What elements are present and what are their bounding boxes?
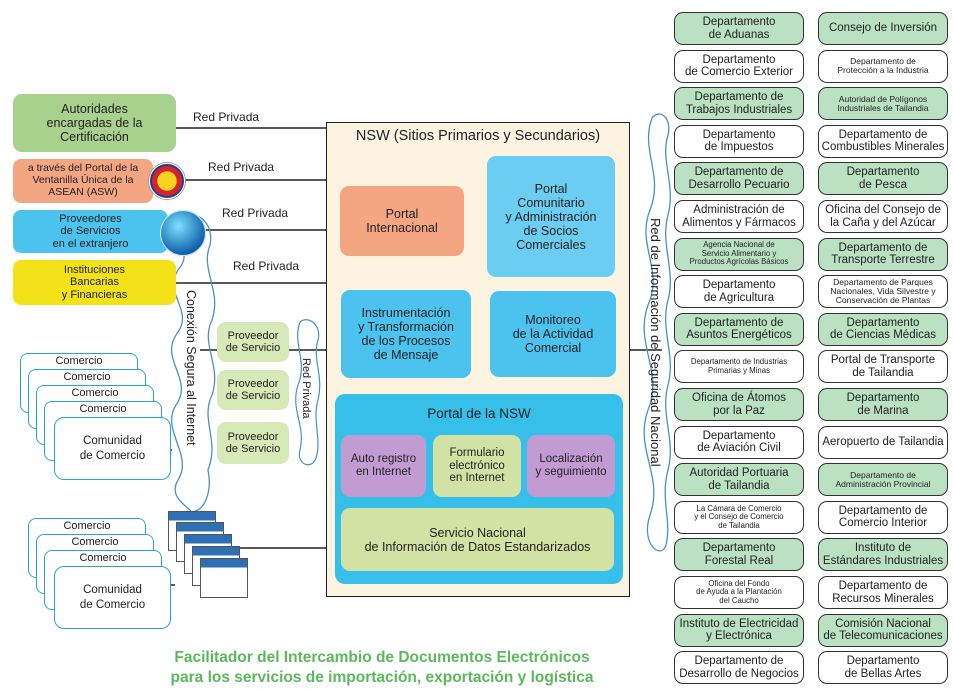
department-box-departamento-de-administracion-provincia: Departamento de Administración Provincia…: [818, 463, 948, 497]
private-network-label-3: Red Privada: [222, 206, 289, 220]
department-box-consejo-de-inversion: Consejo de Inversión: [818, 12, 948, 45]
department-box-agencia-nacional-de-servicio-alimentario: Agencia Nacional de Servicio Alimentario…: [674, 237, 804, 271]
department-box-departamento-de-comercio-interior: Departamento de Comercio Interior: [818, 500, 948, 534]
department-box-departamento-de-ciencias-medicas: Departamento de Ciencias Médicas: [818, 312, 948, 346]
globe-icon: [160, 210, 206, 256]
department-box-departamento-de-aduanas: Departamento de Aduanas: [674, 12, 804, 45]
commerce-community-box: Comunidad de Comercio: [54, 566, 171, 629]
department-box-la-camara-de-comercio-y-el-consejo-de-co: La Cámara de Comercio y el Consejo de Co…: [674, 500, 804, 534]
department-box-departamento-de-transporte-terrestre: Departamento de Transporte Terrestre: [818, 237, 948, 271]
private-network-label-4: Red Privada: [233, 259, 300, 273]
department-box-departamento-de-impuestos: Departamento de Impuestos: [674, 124, 804, 158]
asean-window-box: a través del Portal de la Ventanilla Úni…: [13, 159, 153, 203]
department-box-departamento-de-trabajos-industriales: Departamento de Trabajos Industriales: [674, 87, 804, 121]
international-portal-box: Portal Internacional: [340, 186, 464, 256]
department-box-departamento-de-parques-nacionales-vida-: Departamento de Parques Nacionales, Vida…: [818, 275, 948, 309]
department-box-departamento-de-recursos-minerales: Departamento de Recursos Minerales: [818, 576, 948, 609]
nsw-title: NSW (Sitios Primarios y Secundarios): [355, 128, 601, 144]
national-security-network-label: Red de Información de Seguridad Nacional: [648, 218, 663, 467]
department-box-departamento-de-asuntos-energeticos: Departamento de Asuntos Energéticos: [674, 312, 804, 346]
activity-monitoring-box: Monitoreo de la Actividad Comercial: [490, 291, 616, 377]
department-box-comision-nacional-de-telecomunicaciones: Comisión Nacional de Telecomunicaciones: [818, 613, 948, 647]
private-network-label-1: Red Privada: [193, 110, 260, 124]
certification-authorities-box: Autoridades encargadas de la Certificaci…: [13, 94, 176, 152]
department-box-portal-de-transporte-de-tailandia: Portal de Transporte de Tailandia: [818, 350, 948, 384]
web-page-thumbnail: [200, 558, 248, 598]
commerce-community-box: Comunidad de Comercio: [54, 417, 171, 480]
department-box-departamento-de-comercio-exterior: Departamento de Comercio Exterior: [674, 49, 804, 83]
community-portal-box: Portal Comunitario y Administración de S…: [487, 156, 615, 277]
department-box-departamento-forestal-real: Departamento Forestal Real: [674, 538, 804, 572]
department-box-administracion-de-alimentos-y-farmacos: Administración de Alimentos y Fármacos: [674, 200, 804, 233]
footer-caption: Facilitador del Intercambio de Documento…: [170, 649, 594, 687]
private-network-vertical-label: Red Privada: [300, 358, 312, 419]
department-box-departamento-de-bellas-artes: Departamento de Bellas Artes: [818, 651, 948, 685]
standardized-data-service-box: Servicio Nacional de Información de Dato…: [341, 508, 614, 571]
department-box-oficina-del-fondo-de-ayuda-a-la-plantaci: Oficina del Fondo de Ayuda a la Plantaci…: [674, 576, 804, 609]
department-box-departamento-de-proteccion-a-la-industri: Departamento de Protección a la Industri…: [818, 49, 948, 83]
department-box-departamento-de-agricultura: Departamento de Agricultura: [674, 275, 804, 309]
department-box-oficina-de-atomos-por-la-paz: Oficina de Átomos por la Paz: [674, 388, 804, 421]
department-box-autoridad-de-poligonos-industriales-de-t: Autoridad de Polígonos Industriales de T…: [818, 87, 948, 121]
department-box-departamento-de-combustibles-minerales: Departamento de Combustibles Minerales: [818, 124, 948, 158]
department-box-departamento-de-aviacion-civil: Departamento de Aviación Civil: [674, 425, 804, 459]
service-provider-box-3: Proveedor de Servicio: [217, 422, 289, 464]
nsw-portal-title: Portal de la NSW: [427, 406, 531, 421]
message-transformation-box: Instrumentación y Transformación de los …: [341, 290, 471, 378]
service-provider-box-2: Proveedor de Servicio: [217, 370, 289, 410]
internet-self-registration-box: Auto registro en Internet: [341, 435, 426, 497]
foreign-providers-box: Proveedores de Servicios en el extranjer…: [13, 210, 168, 253]
department-box-autoridad-portuaria-de-tailandia: Autoridad Portuaria de Tailandia: [674, 463, 804, 497]
service-provider-box-1: Proveedor de Servicio: [217, 322, 289, 362]
department-box-departamento-de-marina: Departamento de Marina: [818, 388, 948, 421]
electronic-form-box: Formulario electrónico en Internet: [433, 435, 521, 497]
department-box-departamento-de-desarrollo-de-negocios: Departamento de Desarrollo de Negocios: [674, 651, 804, 685]
department-box-departamento-de-industrias-primarias-y-m: Departamento de Industrias Primarias y M…: [674, 350, 804, 384]
private-network-label-2: Red Privada: [208, 160, 275, 174]
department-box-instituto-de-estandares-industriales: Instituto de Estándares Industriales: [818, 538, 948, 572]
department-box-oficina-del-consejo-de-la-cana-y-del-azu: Oficina del Consejo de la Caña y del Azú…: [818, 200, 948, 233]
department-box-instituto-de-electricidad-y-electronica: Instituto de Electricidad y Electrónica: [674, 613, 804, 647]
department-box-aeropuerto-de-tailandia: Aeropuerto de Tailandia: [818, 425, 948, 459]
department-box-departamento-de-desarrollo-pecuario: Departamento de Desarrollo Pecuario: [674, 162, 804, 196]
tracking-box: Localización y seguimiento: [527, 435, 615, 497]
banking-institutions-box: Instituciones Bancarias y Financieras: [13, 260, 176, 305]
asean-emblem-icon: [149, 163, 185, 199]
secure-internet-label: Conexión Segura al Internet: [184, 290, 198, 446]
department-box-departamento-de-pesca: Departamento de Pesca: [818, 162, 948, 196]
